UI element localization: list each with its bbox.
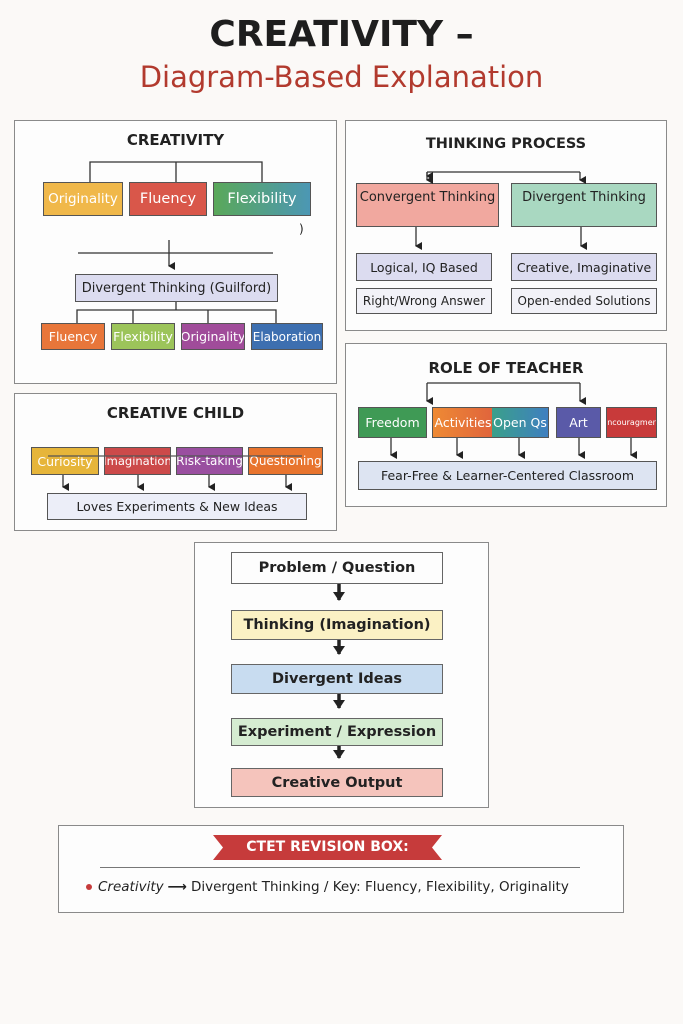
- open-qs-box: Open Qs: [492, 407, 549, 438]
- convergent-box: Convergent Thinking: [356, 183, 499, 227]
- child-title: CREATIVE CHILD: [106, 404, 245, 422]
- flow-step-thinking: Thinking (Imagination): [231, 610, 443, 640]
- creativity-title: CREATIVITY: [126, 131, 225, 149]
- revision-bullet: [86, 884, 92, 890]
- divergent-guilford-box: Divergent Thinking (Guilford): [75, 274, 278, 302]
- revision-right-text: Divergent Thinking / Key: Fluency, Flexi…: [190, 879, 569, 895]
- originality-sub-box: Originality: [181, 323, 245, 350]
- encouragement-box: Encouragment: [606, 407, 657, 438]
- fluency-sub-box: Fluency: [41, 323, 105, 350]
- flexibility-box: Flexibility: [213, 182, 311, 216]
- divergent-box: Divergent Thinking: [511, 183, 657, 227]
- thinking-title: THINKING PROCESS: [425, 136, 587, 152]
- revision-left-text: Creativity: [98, 879, 164, 895]
- flow-step-experiment: Experiment / Expression: [231, 718, 443, 746]
- revision-banner-text: CTET REVISION BOX:: [246, 839, 409, 855]
- revision-text: Creativity ⟶ Divergent Thinking / Key: F…: [98, 879, 569, 895]
- questioning-box: Questioning: [248, 447, 323, 475]
- logical-box: Logical, IQ Based: [356, 253, 492, 281]
- flexibility-sub-box: Flexibility: [111, 323, 175, 350]
- curiosity-box: Curiosity: [31, 447, 99, 475]
- art-box: Art: [556, 407, 601, 438]
- right-wrong-box: Right/Wrong Answer: [356, 288, 492, 314]
- flow-step-output: Creative Output: [231, 768, 443, 797]
- flow-step-divergent: Divergent Ideas: [231, 664, 443, 694]
- arrow-right-icon: ⟶: [167, 879, 187, 895]
- teacher-title: ROLE OF TEACHER: [428, 359, 584, 377]
- classroom-box: Fear-Free & Learner-Centered Classroom: [358, 461, 657, 490]
- subtitle: Diagram-Based Explanation: [139, 60, 544, 94]
- open-ended-box: Open-ended Solutions: [511, 288, 657, 314]
- fluency-box: Fluency: [129, 182, 207, 216]
- flow-step-problem: Problem / Question: [231, 552, 443, 584]
- creative-imaginative-box: Creative, Imaginative: [511, 253, 657, 281]
- activities-box: Activities: [432, 407, 493, 438]
- main-title: CREATIVITY –: [209, 14, 474, 55]
- loves-experiments-box: Loves Experiments & New Ideas: [47, 493, 307, 520]
- stray-mark: ): [299, 222, 304, 236]
- revision-line: [100, 867, 580, 868]
- originality-box: Originality: [43, 182, 123, 216]
- risk-taking-box: Risk-taking: [176, 447, 243, 475]
- elaboration-sub-box: Elaboration: [251, 323, 323, 350]
- imagination-box: Imagination: [104, 447, 171, 475]
- freedom-box: Freedom: [358, 407, 427, 438]
